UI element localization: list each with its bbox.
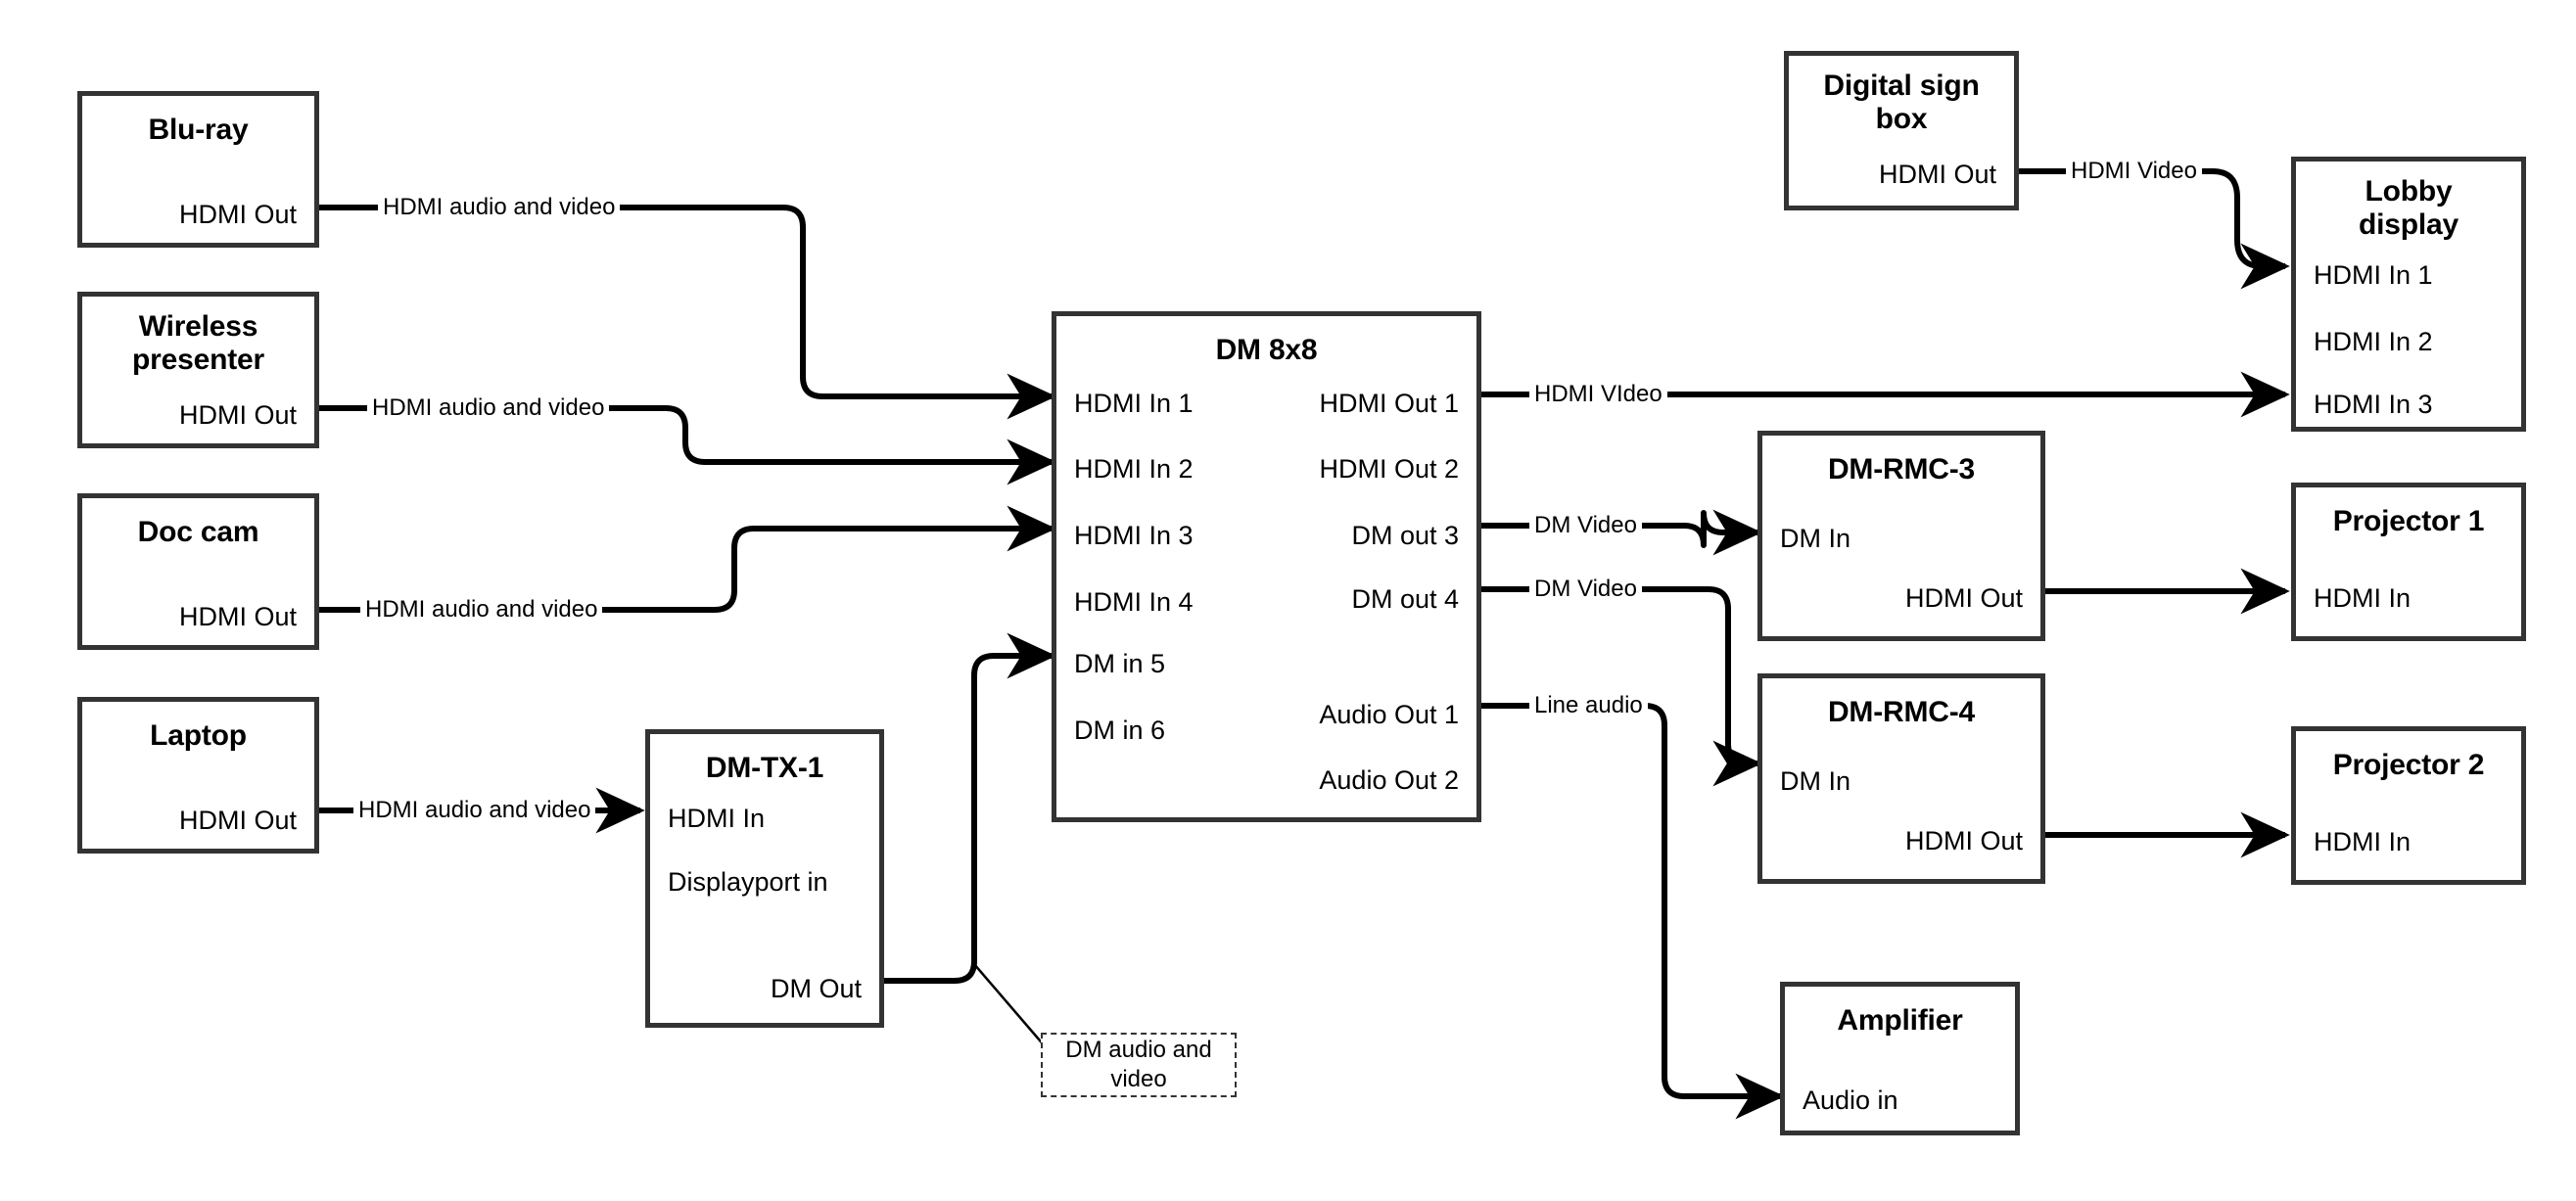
node-title-blu-ray: Blu-ray [148,114,249,146]
port-projector-1-hdmi-in: HDMI In [2314,583,2412,613]
port-dm-8x8-audio-out-2: Audio Out 2 [1319,765,1459,795]
node-title-amplifier: Amplifier [1837,1004,1963,1037]
port-blu-ray-hdmi-out: HDMI Out [178,200,297,229]
node-title-doc-cam: Doc cam [137,516,259,548]
node-amplifier[interactable]: Amplifier Audio in [1780,982,2020,1135]
wire-doccam-to-dm8x8-hdmi-in-3 [319,505,1056,613]
edge-label-dm8x8-to-lobby-display: HDMI VIdeo [1529,383,1667,406]
port-projector-2-hdmi-in: HDMI In [2314,827,2412,856]
port-digital-sign-box-hdmi-out: HDMI Out [1878,160,1996,189]
node-title-dm-rmc-3: DM-RMC-3 [1827,453,1976,485]
port-dm-rmc-3-hdmi-out: HDMI Out [1904,583,2023,613]
callout-text: DM audio and video [1065,1037,1212,1092]
wire-bluray-to-dm8x8-hdmi-in-1 [319,205,1056,420]
edge-label-dm8x8-to-amplifier: Line audio [1529,694,1648,717]
node-digital-sign-box[interactable]: Digital sign box HDMI Out [1784,51,2019,210]
port-dm-8x8-hdmi-out-2: HDMI Out 2 [1319,454,1459,484]
edge-label-doccam-to-dm8x8: HDMI audio and video [360,598,603,622]
node-title-lobby-display: Lobby display [2359,175,2459,241]
node-title-dm-tx-1: DM-TX-1 [705,752,824,784]
edge-label-bluray-to-dm8x8: HDMI audio and video [378,196,621,219]
port-amplifier-audio-in: Audio in [1803,1086,1898,1115]
port-dm-tx-1-dm-out: DM Out [770,974,862,1003]
port-dm-tx-1-displayport-in: Displayport in [668,867,828,897]
wire-dm8x8-to-dmrmc3-dm-in [1481,509,1762,556]
callout-dm-audio-and-video: DM audio and video [1041,1033,1237,1097]
port-dm-8x8-hdmi-in-1: HDMI In 1 [1074,389,1194,418]
port-dm-rmc-3-dm-in: DM In [1780,524,1851,553]
port-dm-8x8-hdmi-out-1: HDMI Out 1 [1319,389,1459,418]
port-dm-8x8-dm-in-5: DM in 5 [1074,649,1166,678]
edge-label-laptop-to-dmtx1: HDMI audio and video [353,799,596,822]
port-lobby-display-hdmi-in-3: HDMI In 3 [2314,390,2433,419]
node-title-projector-2: Projector 2 [2332,749,2485,781]
node-title-dm-8x8: DM 8x8 [1215,334,1318,366]
node-dm-tx-1[interactable]: DM-TX-1 HDMI In Displayport in DM Out [645,729,884,1028]
port-lobby-display-hdmi-in-2: HDMI In 2 [2314,327,2433,356]
port-dm-8x8-audio-out-1: Audio Out 1 [1319,700,1459,729]
port-dm-rmc-4-dm-in: DM In [1780,766,1851,796]
node-laptop[interactable]: Laptop HDMI Out [77,697,319,854]
wire-dm8x8-to-amplifier-audio-in [1481,703,1785,1120]
leader-line-dm-audio-video-note [973,963,1047,1048]
wire-dmtx1-to-dm8x8-dm-in-5 [884,632,1056,984]
port-dm-8x8-hdmi-in-2: HDMI In 2 [1074,454,1194,484]
edge-label-dm8x8-to-dmrmc4: DM Video [1529,577,1642,601]
node-title-projector-1: Projector 1 [2332,505,2485,537]
port-dm-8x8-hdmi-in-4: HDMI In 4 [1074,587,1194,617]
node-doc-cam[interactable]: Doc cam HDMI Out [77,493,319,650]
port-dm-8x8-dm-out-3: DM out 3 [1351,521,1459,550]
port-dm-rmc-4-hdmi-out: HDMI Out [1904,826,2023,855]
port-dm-8x8-dm-out-4: DM out 4 [1351,584,1459,614]
wire-dm8x8-to-dmrmc4-dm-in [1481,586,1762,787]
port-dm-8x8-dm-in-6: DM in 6 [1074,716,1166,745]
port-laptop-hdmi-out: HDMI Out [178,806,297,835]
node-title-dm-rmc-4: DM-RMC-4 [1827,696,1976,728]
node-projector-1[interactable]: Projector 1 HDMI In [2291,483,2526,641]
wire-digital-sign-box-to-lobby-display-hdmi-in-1 [2019,168,2290,290]
port-wireless-presenter-hdmi-out: HDMI Out [178,400,297,430]
edge-label-dm8x8-to-dmrmc3: DM Video [1529,514,1642,537]
wire-wireless-presenter-to-dm8x8-hdmi-in-2 [319,405,1056,485]
node-title-wireless-presenter: Wireless presenter [132,310,264,376]
node-projector-2[interactable]: Projector 2 HDMI In [2291,726,2526,885]
node-wireless-presenter[interactable]: Wireless presenter HDMI Out [77,292,319,448]
node-lobby-display[interactable]: Lobby display HDMI In 1 HDMI In 2 HDMI I… [2291,157,2526,432]
edge-label-digital-sign-box-to-lobby-display: HDMI Video [2066,160,2202,183]
node-blu-ray[interactable]: Blu-ray HDMI Out [77,91,319,248]
edge-label-wireless-presenter-to-dm8x8: HDMI audio and video [367,396,610,420]
node-title-digital-sign-box: Digital sign box [1823,69,1980,135]
port-lobby-display-hdmi-in-1: HDMI In 1 [2314,260,2433,290]
node-dm-8x8[interactable]: DM 8x8 HDMI In 1 HDMI In 2 HDMI In 3 HDM… [1052,311,1481,822]
node-title-laptop: Laptop [150,719,247,752]
node-dm-rmc-4[interactable]: DM-RMC-4 DM In HDMI Out [1757,673,2045,884]
port-dm-tx-1-hdmi-in: HDMI In [668,804,766,833]
node-dm-rmc-3[interactable]: DM-RMC-3 DM In HDMI Out [1757,431,2045,641]
port-doc-cam-hdmi-out: HDMI Out [178,602,297,631]
port-dm-8x8-hdmi-in-3: HDMI In 3 [1074,521,1194,550]
